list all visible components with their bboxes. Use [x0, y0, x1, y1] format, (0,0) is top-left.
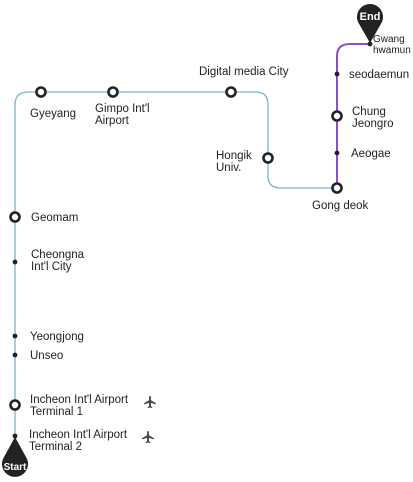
airplane-icon: [142, 430, 154, 444]
station-ring-incheon-t1[interactable]: [9, 399, 21, 411]
station-label-geomam: Geomam: [31, 212, 79, 224]
airport-railroad-line: [14, 91, 337, 466]
station-label-gongdeok: Gong deok: [312, 200, 369, 212]
station-ring-hongik[interactable]: [262, 152, 274, 164]
station-ring-geomam[interactable]: [9, 211, 21, 223]
station-label-aeogae: Aeogae: [351, 148, 391, 160]
station-label-gwanghwamun: Gwang hwamun: [373, 34, 411, 56]
station-label-incheon-t2: Incheon Int'l Airport Terminal 2: [29, 429, 128, 453]
station-label-chungjeongro: Chung Jeongro: [352, 106, 394, 130]
station-label-seodaemun: seodaemun: [349, 69, 410, 81]
station-dot-seodaemun[interactable]: [334, 71, 340, 77]
station-ring-gimpo[interactable]: [107, 86, 119, 98]
station-dot-unseo[interactable]: [12, 352, 18, 358]
station-label-digital-media-city: Digital media City: [199, 66, 289, 78]
station-dot-incheon-t2[interactable]: [12, 433, 18, 439]
station-label-unseo: Unseo: [30, 350, 64, 362]
station-label-hongik: Hongik Univ.: [216, 150, 252, 174]
start-marker-label: Start: [4, 462, 27, 473]
station-dot-gwanghwamun[interactable]: [367, 41, 373, 47]
station-ring-digital-media-city[interactable]: [225, 86, 237, 98]
end-marker: End: [357, 4, 383, 43]
station-label-incheon-t1: Incheon Int'l Airport Terminal 1: [30, 394, 129, 418]
city-connecting-line: [336, 43, 370, 188]
station-ring-gongdeok[interactable]: [331, 182, 343, 194]
station-label-yeongjong: Yeongjong: [30, 331, 84, 343]
airplane-icon: [144, 395, 156, 409]
station-ring-chungjeongro[interactable]: [331, 110, 343, 122]
station-label-gyeyang: Gyeyang: [30, 108, 77, 120]
station-dot-aeogae[interactable]: [334, 150, 340, 156]
start-pin-shape: [1, 437, 29, 477]
station-dot-cheongna[interactable]: [12, 259, 18, 265]
start-marker: Start: [1, 437, 29, 477]
station-ring-gyeyang[interactable]: [35, 86, 47, 98]
station-dot-yeongjong[interactable]: [12, 333, 18, 339]
station-label-cheongna: Cheongna Int'l City: [31, 249, 85, 273]
station-label-gimpo: Gimpo Int'l Airport: [95, 103, 150, 127]
end-pin-shape: [357, 4, 383, 43]
end-marker-label: End: [360, 11, 381, 23]
